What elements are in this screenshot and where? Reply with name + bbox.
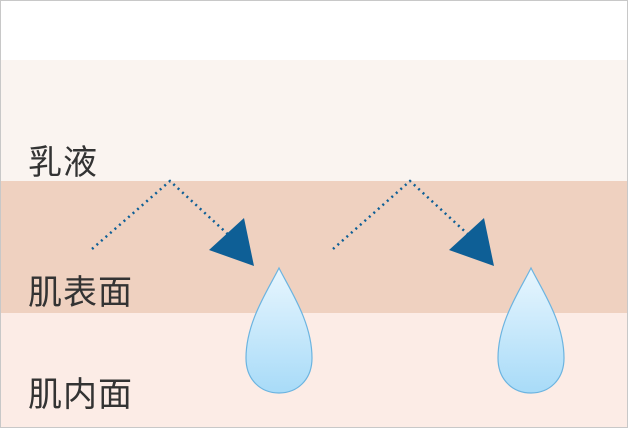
water-drop-icon: [497, 266, 565, 394]
layer-emulsion: [1, 60, 627, 181]
dotted-arrow-icon: [332, 179, 494, 266]
label-emulsion: 乳液: [28, 143, 98, 183]
label-skin-surface: 肌表面: [28, 273, 133, 313]
label-skin-inner: 肌内面: [28, 375, 133, 415]
dotted-arrow-icon: [91, 179, 254, 266]
water-drop-icon: [245, 266, 313, 394]
